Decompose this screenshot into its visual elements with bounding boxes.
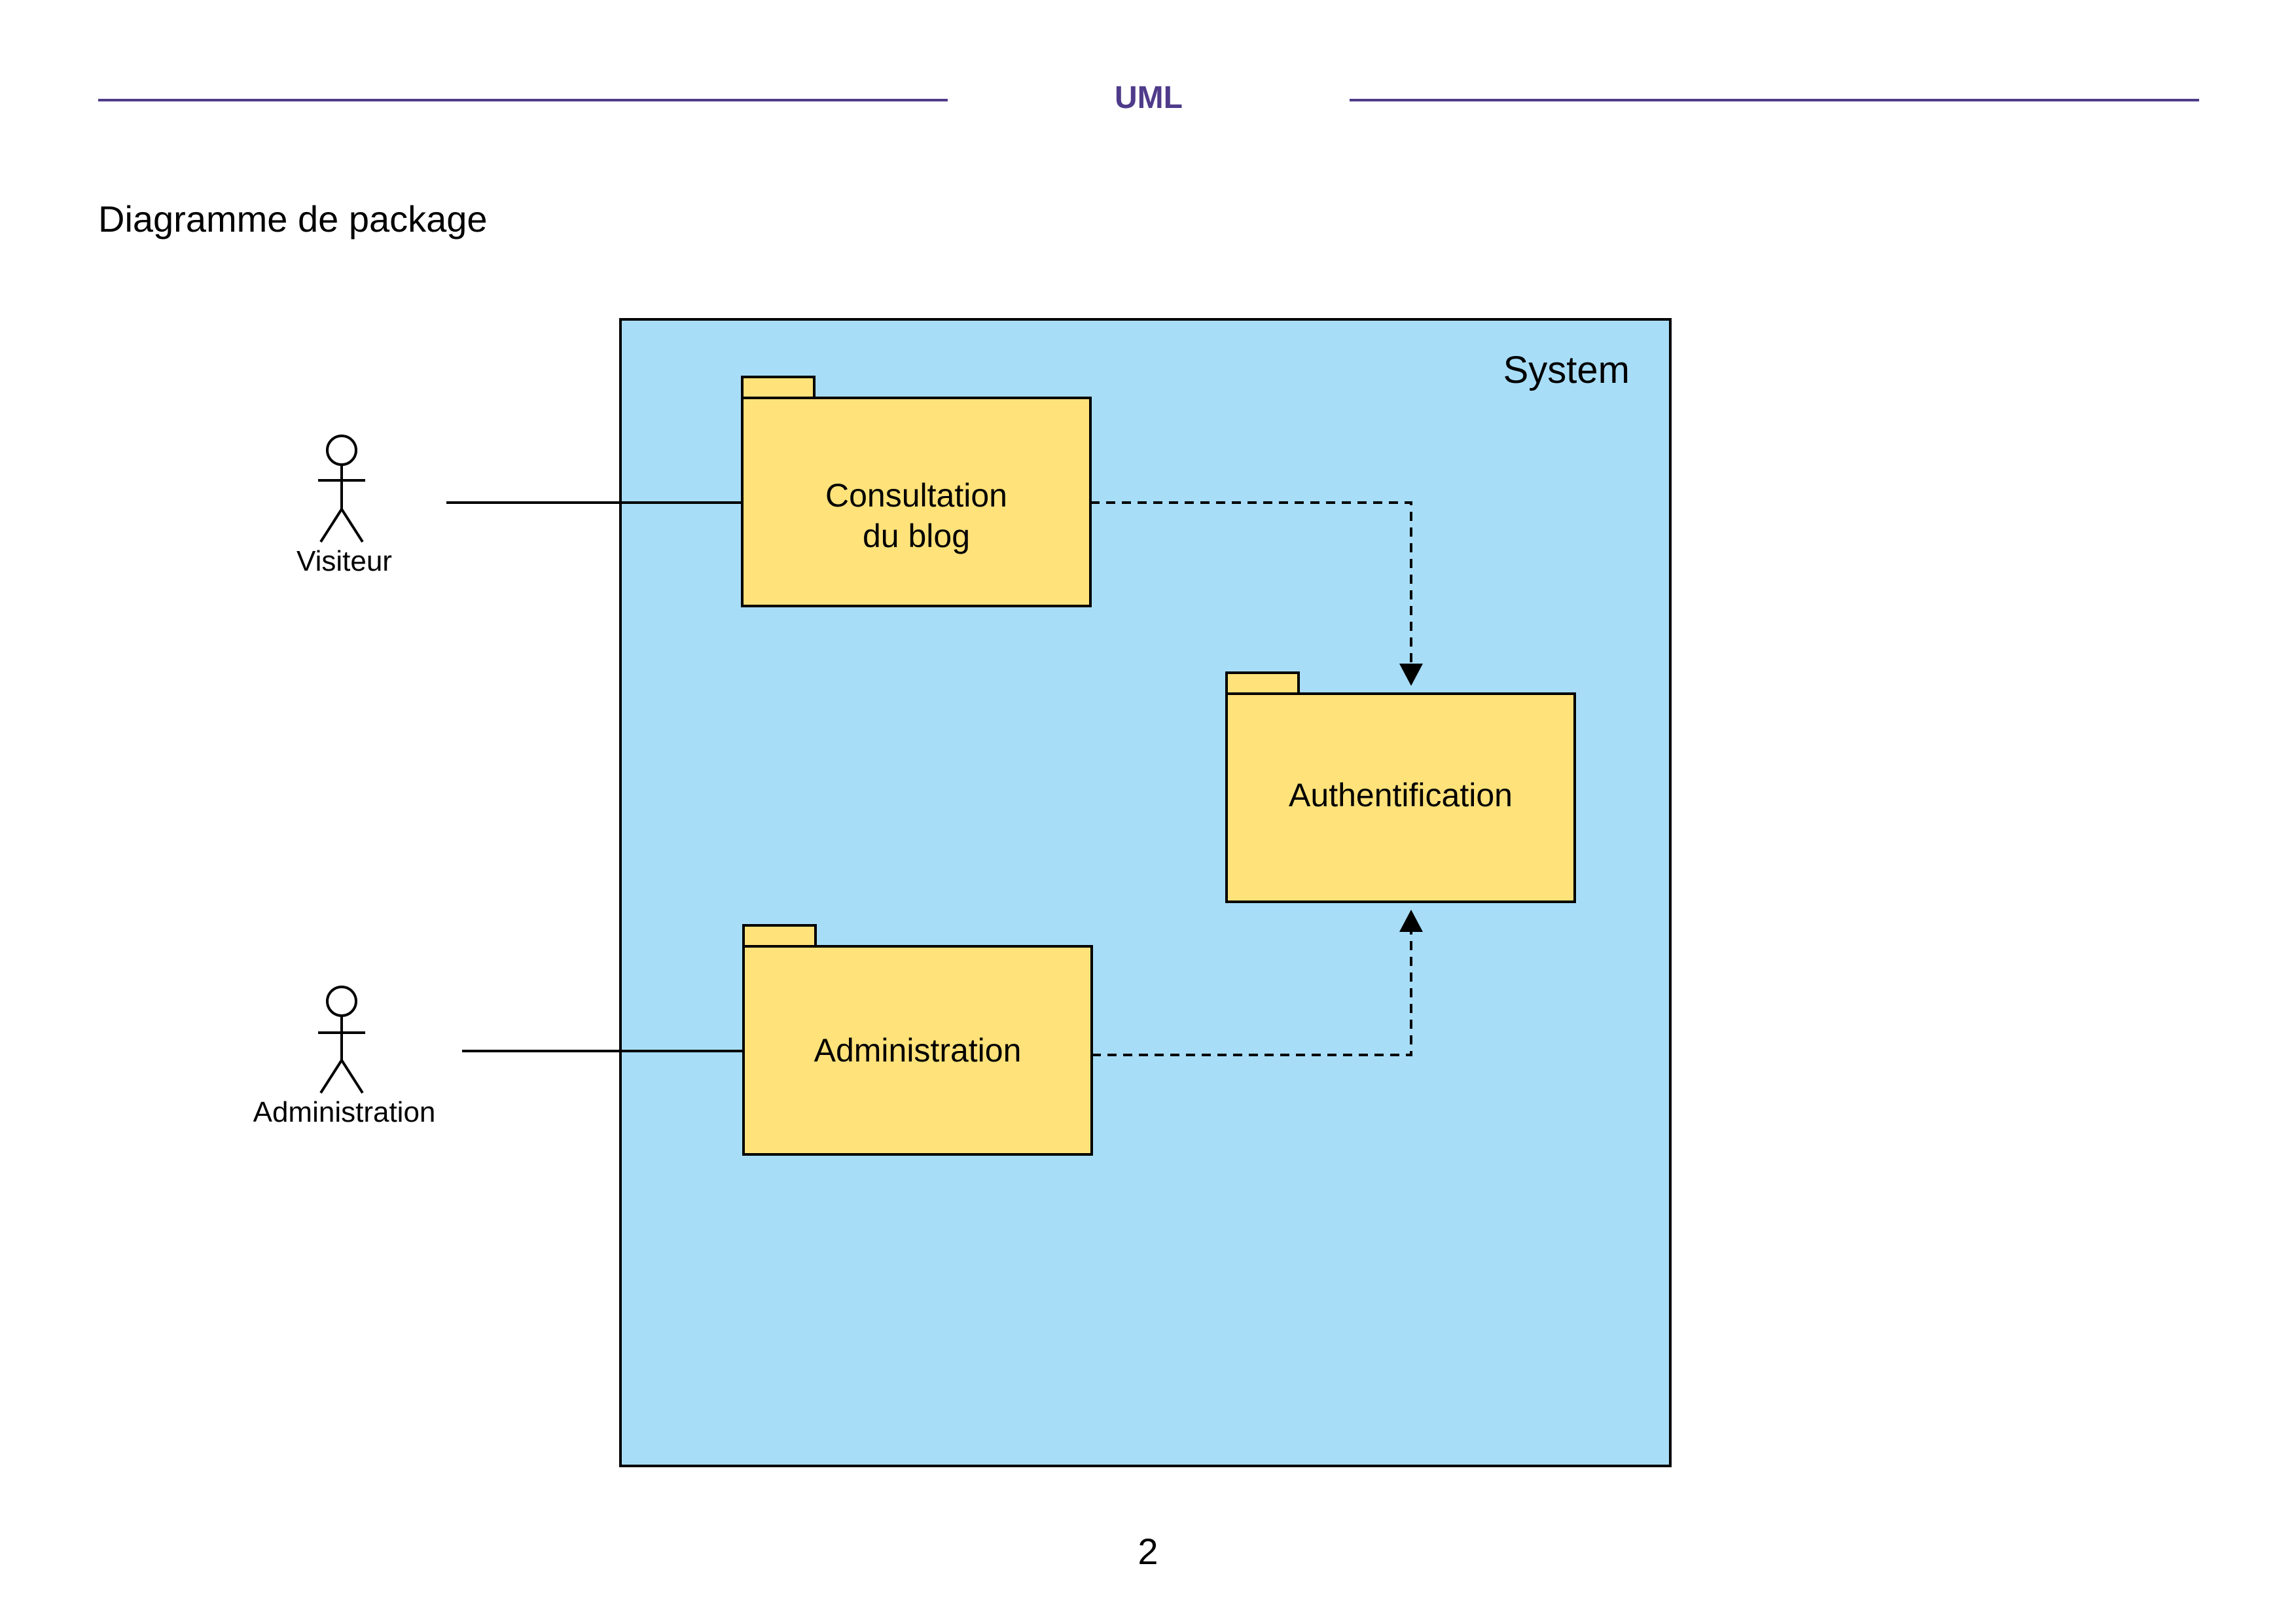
package-consultation-line-2: du blog xyxy=(863,518,970,554)
package-body xyxy=(742,945,1093,1156)
package-consultation-line-1: Consultation xyxy=(825,477,1007,514)
header-rule-left xyxy=(98,99,948,101)
package-tab xyxy=(742,924,817,949)
package-administration-label: Administration xyxy=(814,1032,1022,1069)
package-body xyxy=(1225,692,1576,903)
arrowhead-icon xyxy=(1399,664,1423,686)
header-title: UML xyxy=(1115,80,1183,115)
actor-head xyxy=(326,986,357,1017)
actor-administration xyxy=(318,986,365,1094)
actor-administration-label: Administration xyxy=(253,1096,436,1128)
actor-visiteur-label: Visiteur xyxy=(296,545,392,577)
dependency-administration-authentification xyxy=(1092,910,1423,1056)
package-authentification-label: Authentification xyxy=(1289,777,1513,813)
package-administration: Administration xyxy=(742,924,1093,1156)
header-rule-right xyxy=(1350,99,2199,101)
package-consultation: Consultation du blog xyxy=(741,376,1092,607)
arrowhead-icon xyxy=(1399,910,1423,932)
section-title: Diagramme de package xyxy=(98,198,488,240)
package-body xyxy=(741,397,1092,607)
system-label: System xyxy=(1503,349,1630,391)
page-number: 2 xyxy=(1138,1531,1158,1572)
package-authentification: Authentification xyxy=(1225,671,1576,903)
package-tab xyxy=(741,376,816,401)
actor-visiteur xyxy=(318,435,365,543)
package-tab xyxy=(1225,671,1300,696)
actor-head xyxy=(326,435,357,466)
dependency-consultation-authentification xyxy=(1090,501,1423,686)
